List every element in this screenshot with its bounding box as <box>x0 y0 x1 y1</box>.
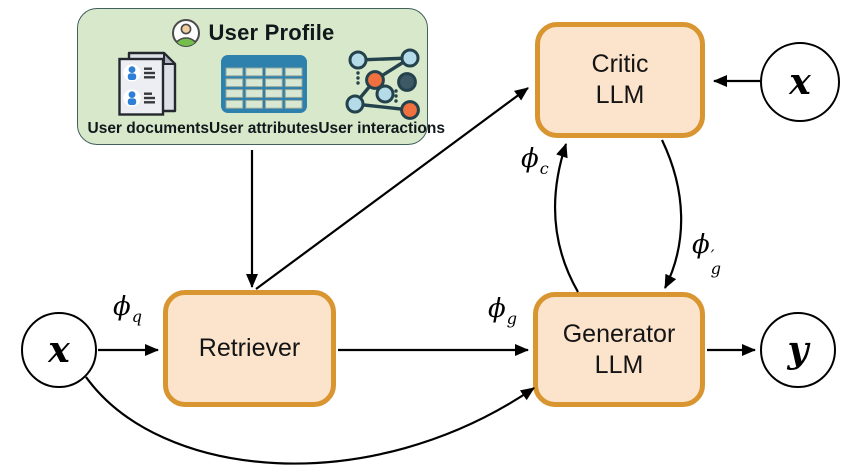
input-x-top-right-label: x <box>789 61 811 103</box>
input-x-left-label: x <box>48 329 70 371</box>
phi-g-base: ϕ <box>488 294 506 324</box>
edge-label-phi-g: ϕg <box>488 294 517 328</box>
user-profile-header: User Profile <box>171 17 335 48</box>
generator-label-line2: LLM <box>594 350 644 379</box>
generator-llm-node: Generator LLM <box>533 292 705 407</box>
edge-generator-to-critic-curve <box>554 143 579 293</box>
phi-q-base: ϕ <box>113 292 131 322</box>
edge-label-phi-q: ϕq <box>113 292 142 326</box>
profile-item-interactions: User interactions <box>318 48 445 144</box>
user-profile-panel: User Profile <box>77 8 445 145</box>
critic-label-line2: LLM <box>595 81 645 109</box>
phi-g-sub: g <box>506 309 517 328</box>
profile-item-attributes: User attributes <box>209 50 318 144</box>
user-profile-title: User Profile <box>208 19 335 45</box>
output-y-label: y <box>787 329 809 371</box>
phi-g-prime-stack: ′g <box>710 246 721 278</box>
phi-c-base: ϕ <box>521 144 539 174</box>
phi-g-prime-base: ϕ <box>692 230 710 260</box>
graph-icon <box>340 48 424 120</box>
retriever-label: Retriever <box>198 334 301 362</box>
attributes-label: User attributes <box>208 120 319 137</box>
profile-item-documents: User documents <box>88 50 209 144</box>
critic-label-line1: Critic <box>591 50 649 78</box>
user-avatar-icon <box>171 18 200 47</box>
documents-icon <box>117 50 179 118</box>
interactions-label: User interactions <box>318 120 445 137</box>
input-x-top-right-node: x <box>760 42 840 122</box>
phi-q-sub: q <box>131 307 142 326</box>
documents-label: User documents <box>87 120 209 137</box>
edge-label-phi-g-prime: ϕ′g <box>692 230 721 278</box>
phi-g-prime-sub: g <box>710 259 721 278</box>
user-profile-items: User documents User attributes <box>88 48 445 144</box>
edge-critic-to-generator-curve <box>661 139 683 289</box>
generator-label-line1: Generator <box>562 319 676 348</box>
edge-label-phi-c: ϕc <box>521 144 549 178</box>
input-x-left-node: x <box>21 312 97 388</box>
phi-c-sub: c <box>539 159 549 178</box>
retriever-node: Retriever <box>163 290 336 407</box>
critic-llm-node: Critic LLM <box>535 22 705 138</box>
phi-g-prime-mark: ′ <box>710 246 715 265</box>
table-icon <box>220 50 307 118</box>
output-y-node: y <box>760 312 836 388</box>
